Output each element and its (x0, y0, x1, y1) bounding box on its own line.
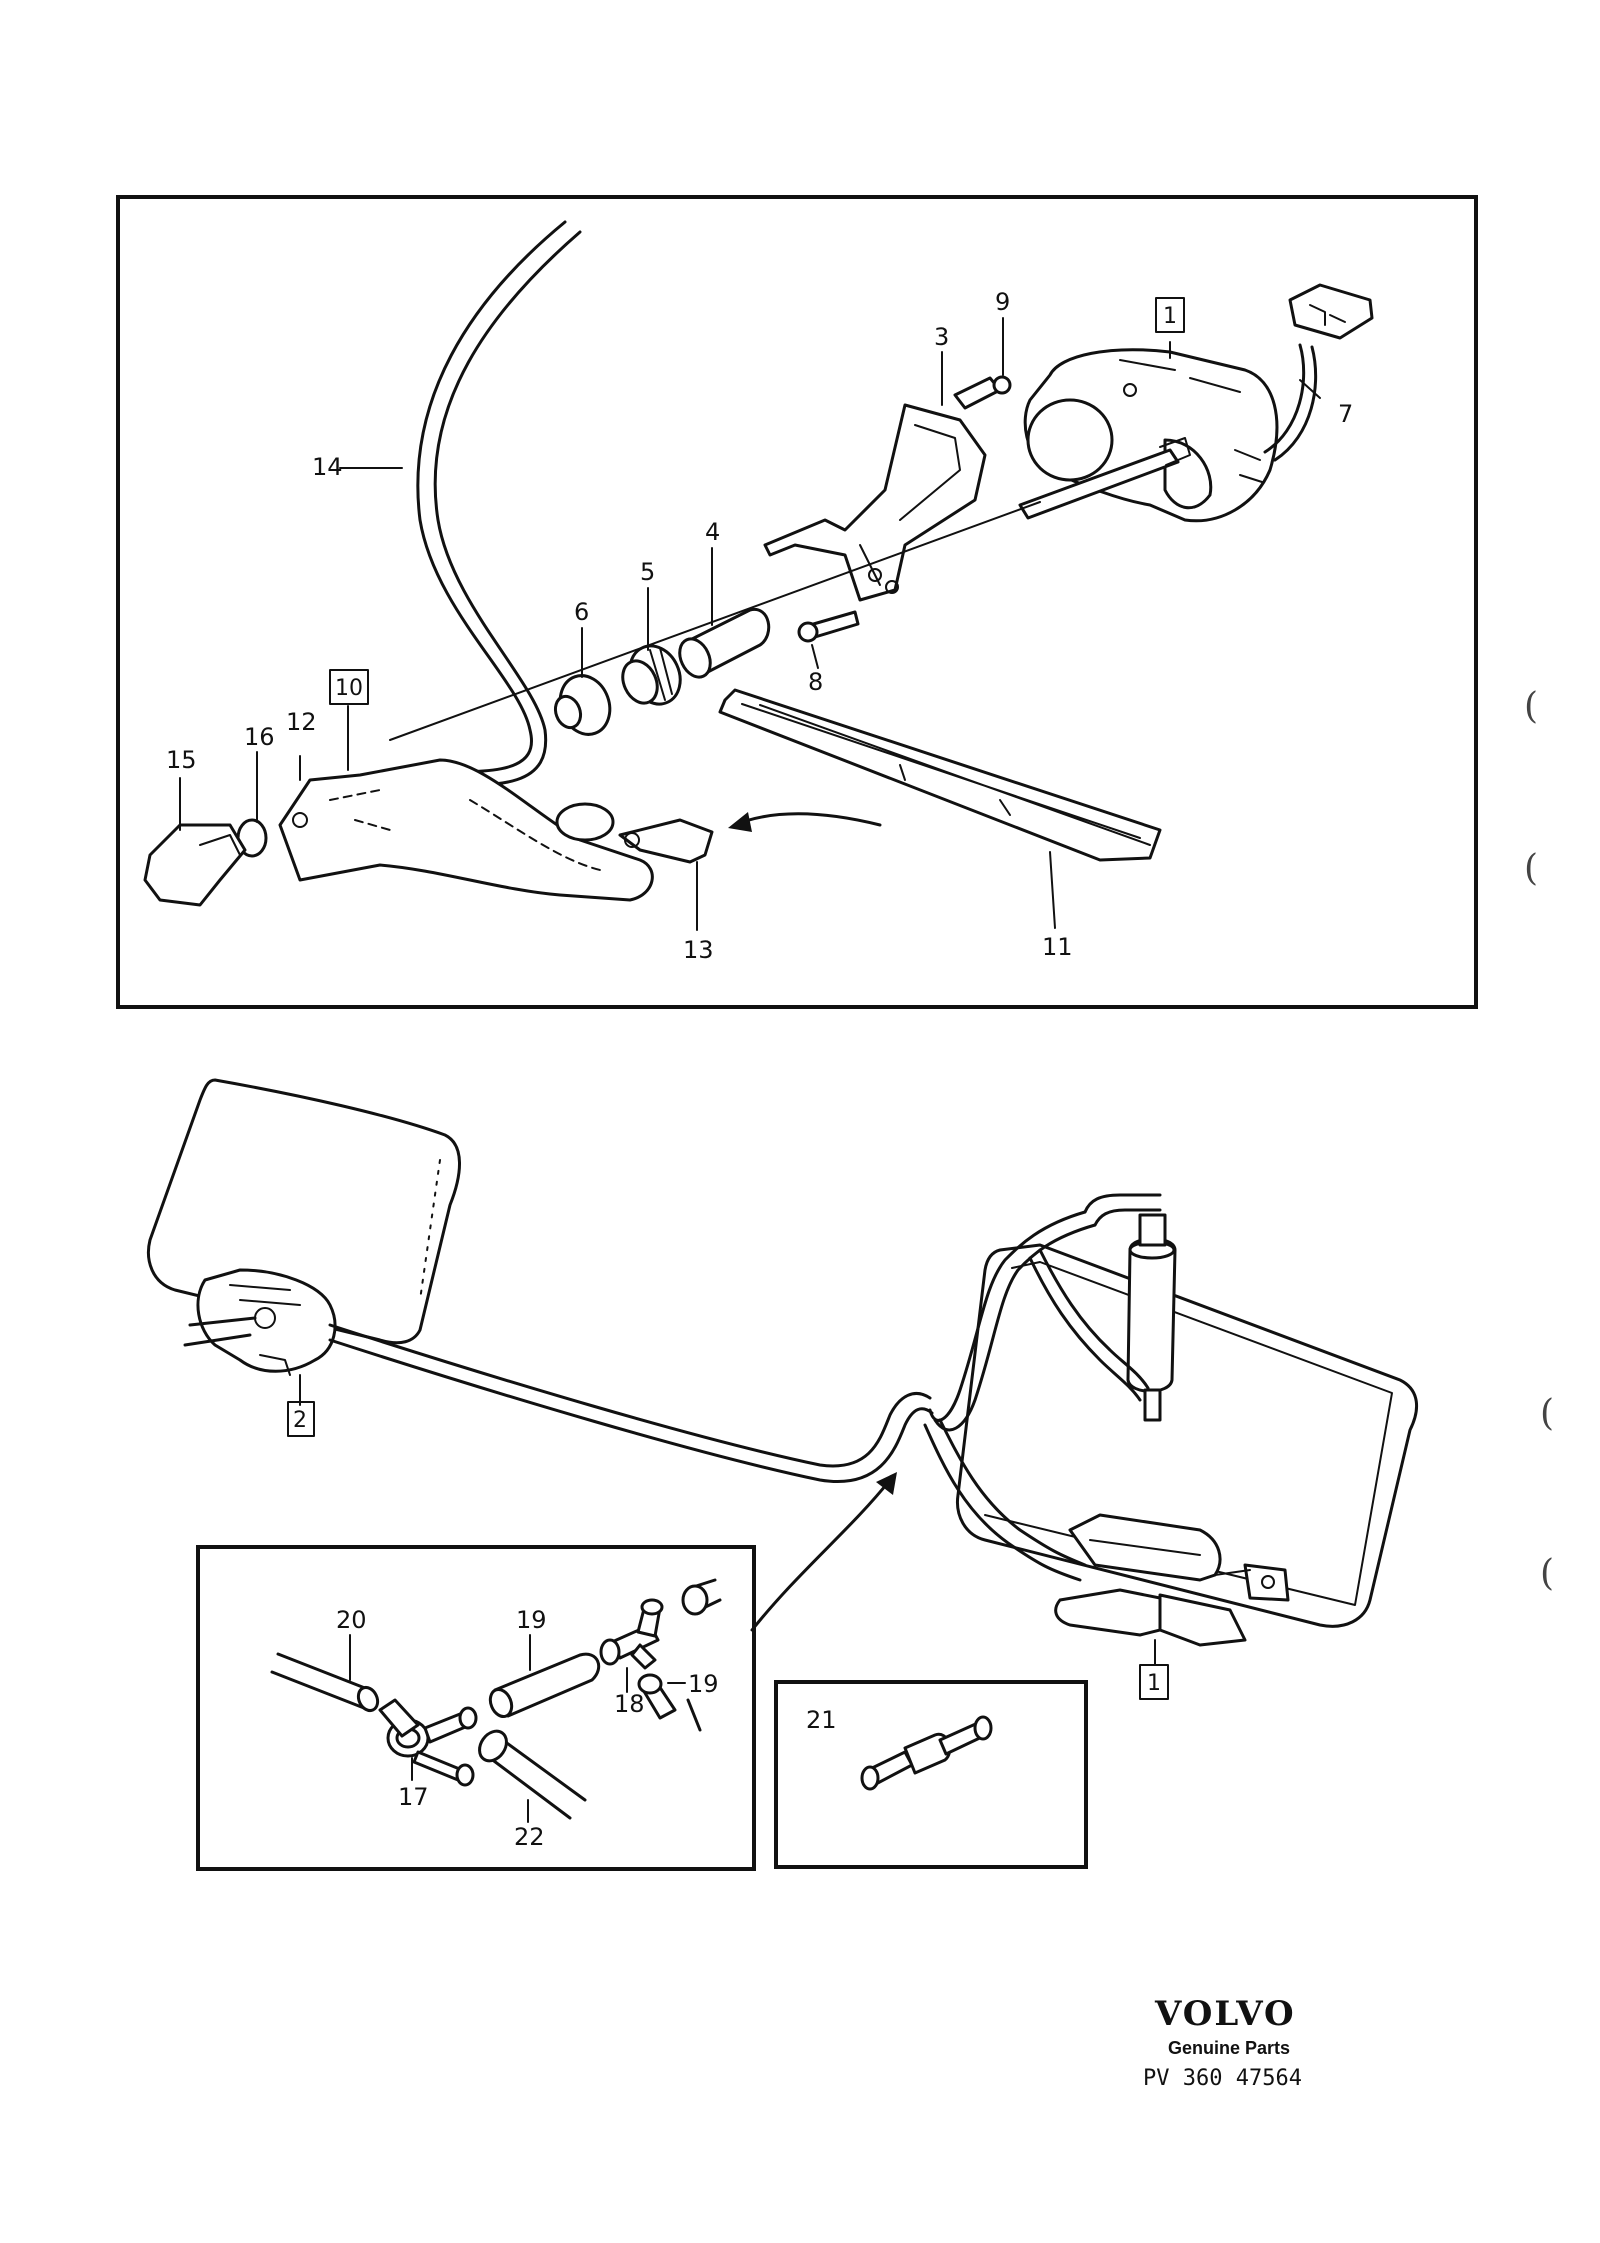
rear-window-edge (419, 1159, 441, 1301)
label-19a: 19 (516, 1606, 547, 1634)
blade-attach-arrowhead (728, 812, 752, 832)
scan-mark: ( (1524, 848, 1538, 889)
label-box-10 (329, 669, 369, 705)
blade-connector-13 (555, 802, 714, 864)
genuine-parts-text: Genuine Parts (1168, 2038, 1290, 2058)
label-16: 16 (244, 723, 275, 751)
label-box-1b (1139, 1664, 1169, 1700)
bushing-5 (621, 644, 682, 706)
t-piece-17 (378, 1698, 478, 1787)
wiper-blade-11 (718, 688, 1162, 862)
washer-hose-pump (1028, 1256, 1142, 1402)
label-11: 11 (1042, 933, 1073, 961)
cable-14 (416, 220, 567, 774)
washer-hose-right (928, 1210, 1087, 1422)
wiper-motor-1 (1023, 348, 1279, 523)
label-15: 15 (166, 746, 197, 774)
label-13: 13 (683, 936, 714, 964)
label-7: 7 (1338, 400, 1353, 428)
label-1b: 1 (1147, 1671, 1161, 1696)
washer-hose-pump-outer (1038, 1248, 1150, 1390)
label-22: 22 (514, 1823, 545, 1851)
label-box-2 (287, 1401, 315, 1437)
screw-8 (797, 610, 860, 643)
connector-7 (1263, 283, 1374, 462)
scan-mark: ( (1540, 1553, 1554, 1594)
washer-hose-right-outer (933, 1223, 1097, 1432)
washer-hose-lower (938, 1418, 1087, 1567)
wiper-motor-1-installed (1054, 1513, 1290, 1647)
volvo-logo-text: VOLVO (1154, 1994, 1296, 2034)
washer-hose-left (328, 1323, 932, 1468)
detail-callout-arrowhead (876, 1472, 897, 1495)
leader-8 (811, 644, 819, 669)
detail-callout-arrow (750, 1478, 892, 1632)
seal-6 (553, 674, 612, 736)
label-2: 2 (293, 1408, 307, 1433)
label-14: 14 (312, 453, 343, 481)
inset-hose-fittings-frame (196, 1545, 756, 1871)
inset-connector-frame (774, 1680, 1088, 1869)
washer-hose-top (1083, 1193, 1162, 1214)
hose-20 (270, 1652, 380, 1713)
label-19b: 19 (688, 1670, 719, 1698)
part-number: PV 360 47564 (1143, 2066, 1302, 2091)
label-12: 12 (286, 708, 317, 736)
scan-mark: ( (1540, 1393, 1554, 1434)
label-17: 17 (398, 1783, 429, 1811)
assembly-axis-line (389, 501, 1041, 741)
screw-9 (953, 375, 1012, 410)
label-6: 6 (574, 598, 589, 626)
label-5: 5 (640, 558, 655, 586)
washer-pump (1126, 1213, 1177, 1422)
washer-hose-top-outer (1093, 1208, 1162, 1227)
hose-22 (478, 1729, 587, 1820)
top-panel-frame (116, 195, 1478, 1009)
hose-19-short (637, 1673, 677, 1720)
label-1: 1 (1163, 304, 1177, 329)
label-4: 4 (705, 518, 720, 546)
wiper-arm-10 (278, 758, 654, 902)
cover-15 (143, 823, 247, 907)
motor-shaft (1018, 437, 1191, 520)
label-20: 20 (336, 1606, 367, 1634)
hose-connector-21 (860, 1715, 993, 1791)
label-10: 10 (335, 676, 363, 701)
washer-hose-left-outer (328, 1338, 934, 1483)
blade-attach-arrow (733, 812, 882, 827)
cable-14-outer (418, 230, 582, 787)
washer-hose-lower-outer (923, 1423, 1082, 1582)
leader-11 (1049, 851, 1056, 929)
label-18: 18 (614, 1690, 645, 1718)
hose-19-long (488, 1652, 601, 1719)
bracket-3 (763, 403, 987, 602)
label-9: 9 (995, 288, 1010, 316)
hose-upper-right (681, 1578, 722, 1732)
label-box-1 (1155, 297, 1185, 333)
scan-mark: ( (1524, 686, 1538, 727)
wiper-motor-unit-2 (183, 1268, 337, 1376)
t-piece-18 (599, 1598, 664, 1670)
sleeve-4 (678, 608, 771, 679)
rear-panel-inner (984, 1261, 1393, 1606)
leader-7 (1299, 379, 1321, 399)
label-21: 21 (806, 1706, 837, 1734)
label-3: 3 (934, 323, 949, 351)
label-8: 8 (808, 668, 823, 696)
